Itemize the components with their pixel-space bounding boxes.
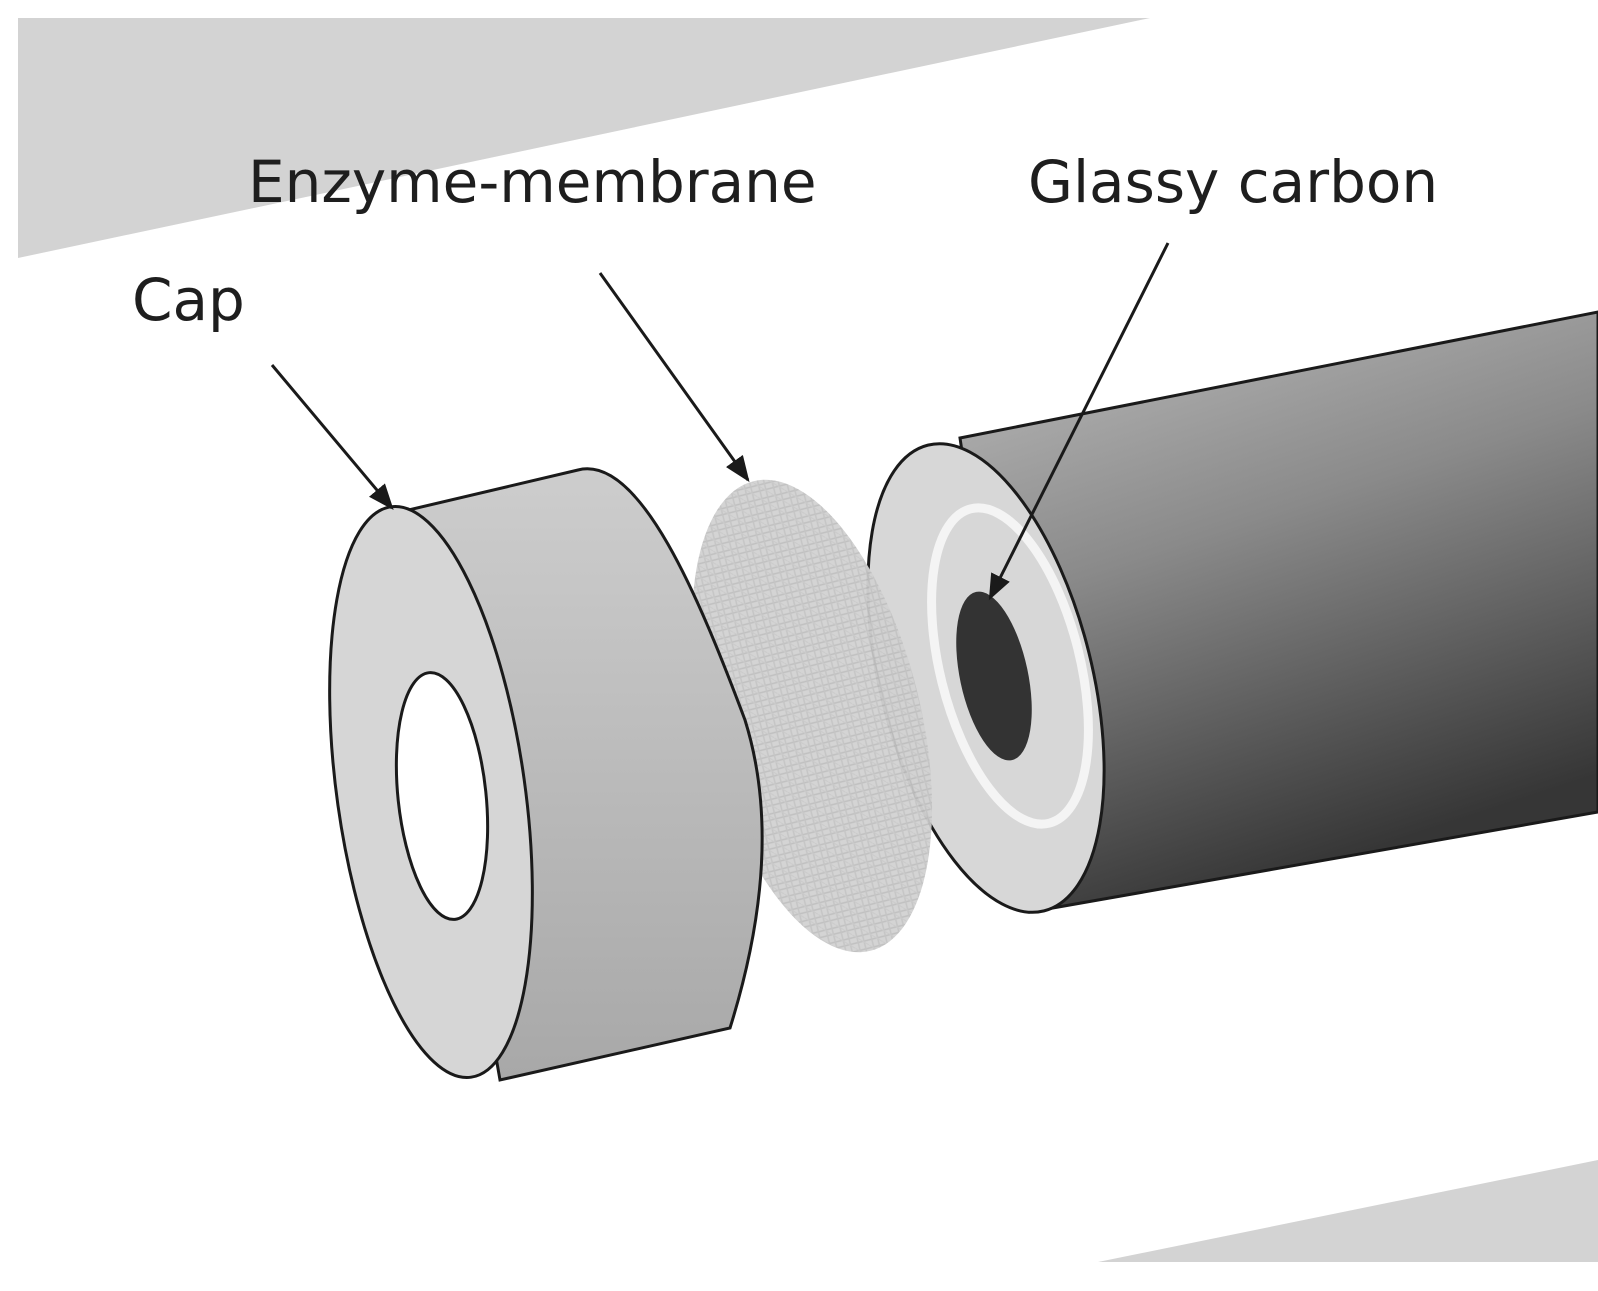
cap — [328, 467, 764, 1082]
cap-label: Cap — [132, 266, 245, 334]
glassy-carbon-leader-arrow — [988, 242, 1170, 601]
cap-hole — [394, 671, 490, 921]
background-band-bottom — [1098, 1160, 1598, 1262]
electrode-body — [866, 310, 1598, 914]
cap-leader-arrow — [270, 364, 394, 510]
enzyme-membrane-leader-arrow — [598, 272, 750, 483]
background-band-top — [18, 18, 1150, 258]
glassy-carbon-disk — [956, 591, 1032, 761]
glassy-carbon-label: Glassy carbon — [1028, 148, 1438, 216]
electrode-insulation-ring — [927, 503, 1093, 829]
enzyme-membrane-label: Enzyme-membrane — [248, 148, 817, 216]
